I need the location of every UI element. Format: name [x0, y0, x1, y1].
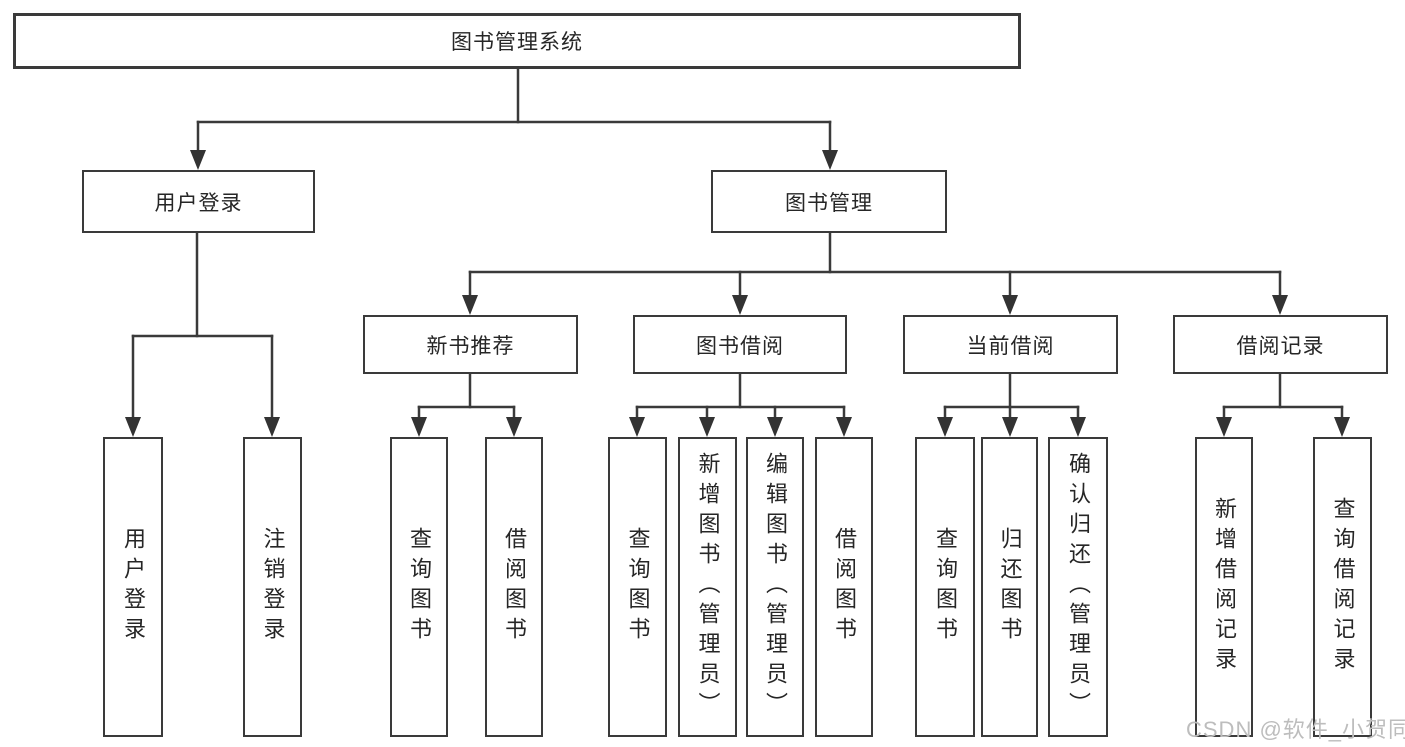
- node-label: 图书管理: [785, 191, 873, 215]
- node-label: 借阅图书: [832, 527, 857, 647]
- node-label: 注销登录: [260, 527, 286, 647]
- node-label: 图书借阅: [696, 334, 784, 358]
- leaf-add-books-admin: 新增图书（管理员）: [678, 437, 737, 737]
- node-user-login: 用户登录: [82, 170, 315, 233]
- leaf-query-books-current: 查询图书: [915, 437, 975, 737]
- node-new-book-recommendation: 新书推荐: [363, 315, 578, 374]
- node-library-management-system: 图书管理系统: [13, 13, 1021, 69]
- leaf-query-borrow-record: 查询借阅记录: [1313, 437, 1372, 737]
- leaf-logout: 注销登录: [243, 437, 302, 737]
- node-book-borrowing: 图书借阅: [633, 315, 847, 374]
- node-book-management: 图书管理: [711, 170, 947, 233]
- node-label: 借阅图书: [502, 527, 527, 647]
- leaf-borrow-books-recommend: 借阅图书: [485, 437, 543, 737]
- leaf-return-books: 归还图书: [981, 437, 1038, 737]
- leaf-confirm-return-admin: 确认归还（管理员）: [1048, 437, 1108, 737]
- csdn-watermark: CSDN @软件_小贺同学: [1186, 717, 1405, 742]
- node-label: 新增图书（管理员）: [695, 452, 721, 722]
- leaf-borrow-books-borrowing: 借阅图书: [815, 437, 873, 737]
- leaf-edit-books-admin: 编辑图书（管理员）: [746, 437, 804, 737]
- leaf-query-books-recommend: 查询图书: [390, 437, 448, 737]
- node-label: 图书管理系统: [451, 31, 583, 54]
- node-label: 归还图书: [997, 527, 1023, 647]
- node-label: 借阅记录: [1236, 334, 1325, 358]
- node-label: 新增借阅记录: [1212, 497, 1237, 677]
- node-label: 查询借阅记录: [1330, 497, 1356, 677]
- node-label: 查询图书: [933, 527, 958, 647]
- leaf-user-login: 用户登录: [103, 437, 163, 737]
- leaf-add-borrow-record: 新增借阅记录: [1195, 437, 1253, 737]
- node-label: 新书推荐: [426, 334, 515, 358]
- node-label: 用户登录: [154, 191, 243, 215]
- leaf-query-books-borrowing: 查询图书: [608, 437, 667, 737]
- node-label: 查询图书: [625, 527, 651, 647]
- node-label: 编辑图书（管理员）: [763, 452, 788, 722]
- node-borrowing-records: 借阅记录: [1173, 315, 1388, 374]
- node-current-borrowing: 当前借阅: [903, 315, 1118, 374]
- node-label: 查询图书: [407, 527, 432, 647]
- node-label: 用户登录: [121, 527, 146, 647]
- node-label: 确认归还（管理员）: [1066, 452, 1091, 722]
- node-label: 当前借阅: [966, 334, 1055, 358]
